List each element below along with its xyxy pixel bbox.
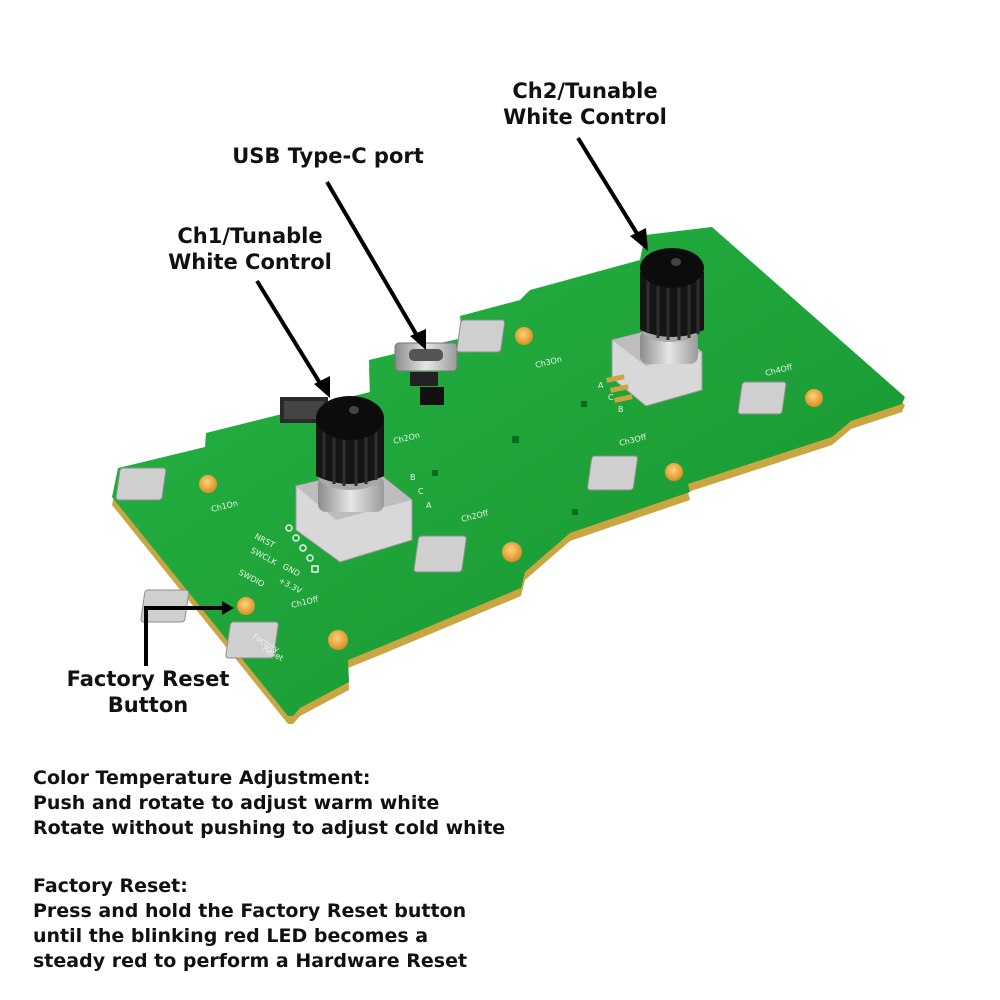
ch2-rotary-encoder <box>605 248 704 407</box>
ch1-rotary-encoder <box>295 396 413 563</box>
factory-reset-line-3: steady red to perform a Hardware Reset <box>33 950 468 972</box>
callout-arrows <box>144 136 643 666</box>
label-ch2-pin-b: B <box>618 405 624 414</box>
factory-reset-title: Factory Reset: <box>33 875 188 897</box>
button-ch3on <box>456 319 533 353</box>
usb-port-callout: USB Type-C port <box>232 144 424 168</box>
label-pin-a: A <box>426 501 432 510</box>
label-ch2-pin-c: C <box>608 393 614 402</box>
callout-arrowheads <box>222 228 648 615</box>
pcb-board <box>112 227 905 724</box>
button-ch2off <box>413 535 522 573</box>
factory-reset-line-1: Press and hold the Factory Reset button <box>33 900 467 922</box>
button-ch1off <box>225 621 348 659</box>
label-pin-c: C <box>418 487 424 496</box>
color-temp-title: Color Temperature Adjustment: <box>33 767 371 789</box>
pcb-vias <box>432 401 587 515</box>
factory-reset-notes: Factory Reset: Press and hold the Factor… <box>33 874 467 974</box>
debug-header-pads <box>285 524 319 573</box>
ch2-control-callout: Ch2/Tunable White Control <box>503 79 667 129</box>
ch1-control-callout: Ch1/Tunable White Control <box>168 224 332 274</box>
usb-c-connector <box>394 342 458 405</box>
color-temperature-notes: Color Temperature Adjustment: Push and r… <box>33 766 505 841</box>
factory-reset-callout: Factory Reset Button <box>66 667 230 717</box>
color-temp-line-1: Push and rotate to adjust warm white <box>33 792 440 814</box>
button-ch3off <box>587 455 683 491</box>
label-ch2-pin-a: A <box>598 381 604 390</box>
color-temp-line-2: Rotate without pushing to adjust cold wh… <box>33 817 506 839</box>
label-pin-b: B <box>410 473 416 482</box>
button-ch4off <box>737 381 823 415</box>
button-ch1on <box>115 467 217 501</box>
factory-reset-line-2: until the blinking red LED becomes a <box>33 925 429 947</box>
